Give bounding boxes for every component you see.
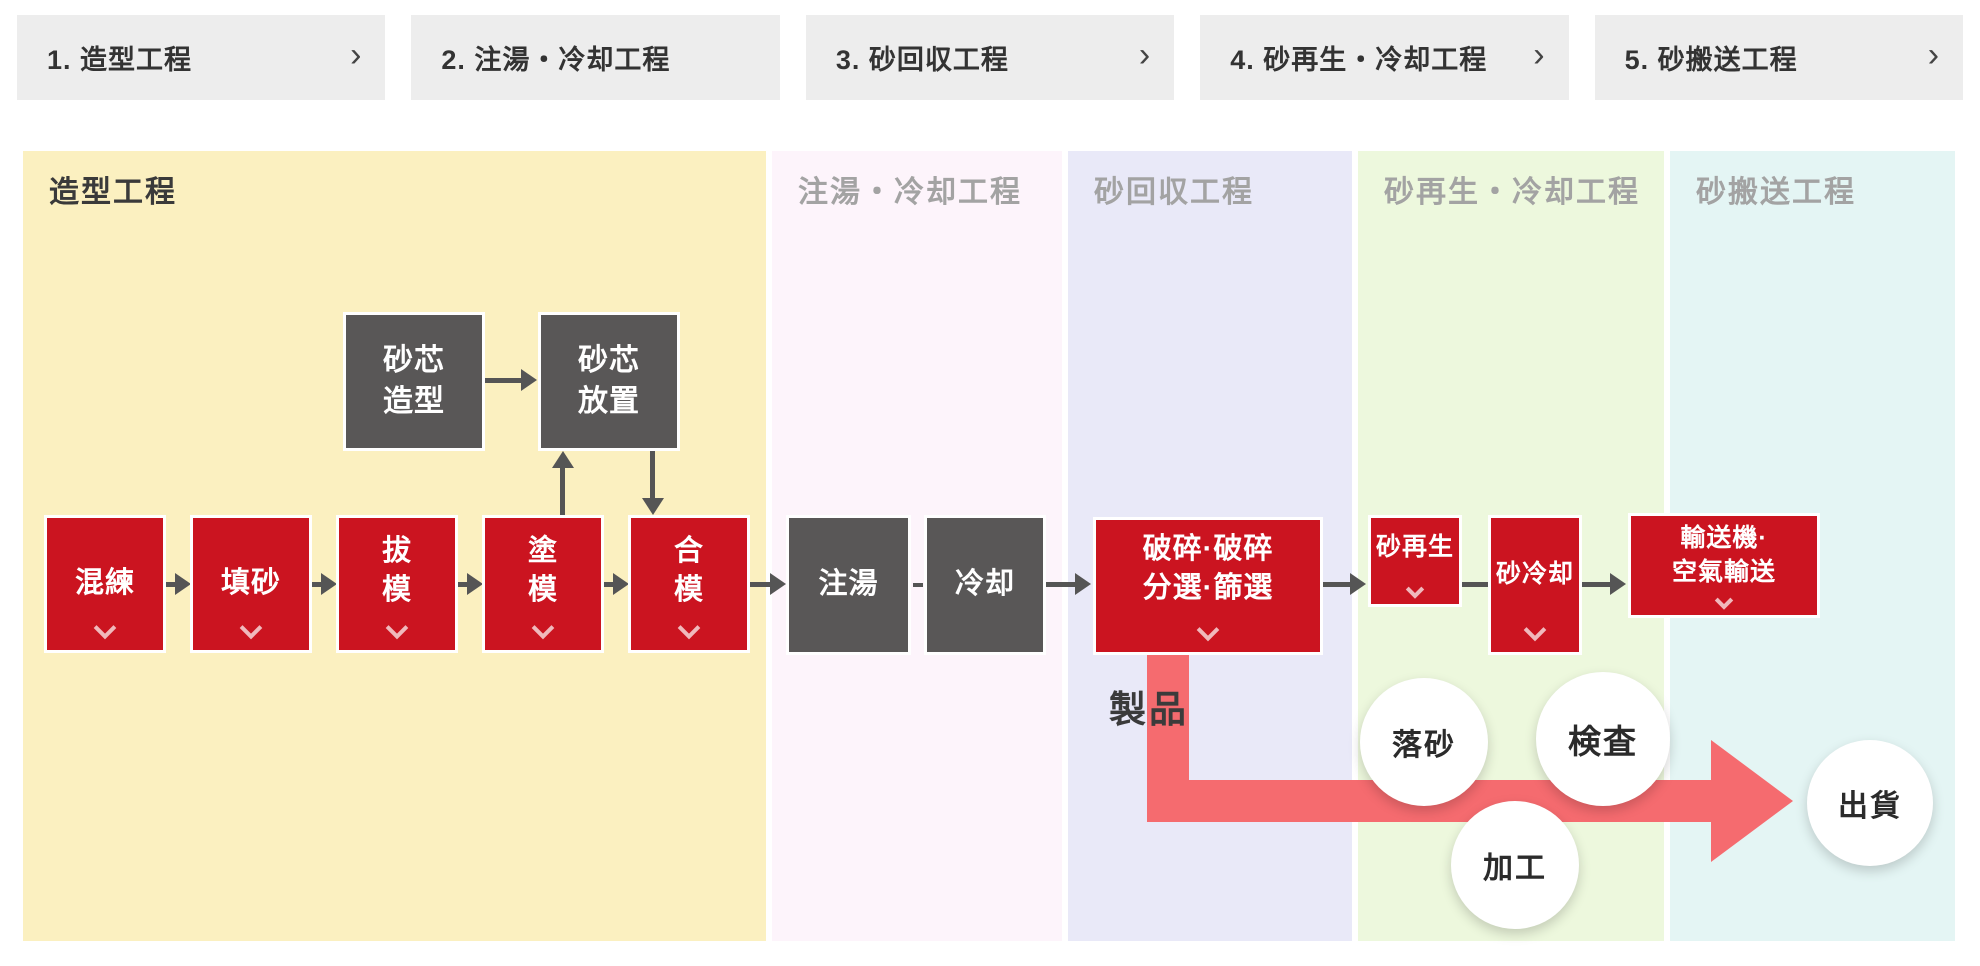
arrow-up-icon: [560, 468, 565, 515]
section-title: 注湯・冷却工程: [798, 176, 1022, 209]
step-label: 冷却: [954, 568, 1015, 601]
step-label: 注湯: [818, 568, 879, 601]
chevron-down-icon: [1196, 618, 1220, 642]
chevron-down-icon: [1714, 591, 1734, 610]
milestone-label: 落砂: [1392, 729, 1456, 762]
step-box-crushing-separation[interactable]: 破碎·破碎 分選·篩選: [1093, 517, 1323, 655]
milestone-inspection: 検査: [1536, 672, 1670, 806]
step-box-conveying[interactable]: 輸送機· 空氣輸送: [1628, 513, 1820, 618]
product-flow-arrowhead-icon: [1711, 740, 1793, 862]
arrow-right-icon: [770, 573, 786, 595]
tab-label: 3. 砂回収工程: [835, 45, 1009, 75]
tab-label: 1. 造型工程: [47, 45, 193, 75]
step-label: 填砂: [220, 567, 281, 600]
milestone-shakeout: 落砂: [1360, 678, 1488, 806]
step-label: 砂冷却: [1495, 560, 1574, 589]
arrow-right-icon: [458, 582, 467, 587]
arrow-down-icon: [642, 498, 664, 515]
step-box-core-setting: 砂芯 放置: [538, 312, 680, 451]
tab-label: 2. 注湯・冷却工程: [441, 45, 671, 75]
arrow-right-icon: [750, 582, 770, 587]
chevron-right-icon: ›: [1138, 35, 1151, 74]
tab-pouring-cooling[interactable]: 2. 注湯・冷却工程: [411, 15, 780, 100]
milestone-shipping: 出貨: [1807, 740, 1933, 866]
arrow-down-icon: [650, 451, 655, 498]
connector-line: [1462, 582, 1488, 587]
tab-sand-transport[interactable]: 5. 砂搬送工程 ›: [1594, 15, 1964, 100]
arrow-up-icon: [552, 451, 574, 468]
step-label: 拔 模: [381, 534, 412, 606]
tab-sand-recovery[interactable]: 3. 砂回収工程 ›: [805, 15, 1175, 100]
arrow-right-icon: [166, 582, 175, 587]
step-label: 砂再生: [1375, 533, 1454, 562]
section-title: 砂搬送工程: [1696, 176, 1856, 209]
step-box-cooling: 冷却: [924, 515, 1046, 655]
tab-label: 4. 砂再生・冷却工程: [1230, 45, 1488, 75]
step-box-mold-closing[interactable]: 合 模: [628, 515, 750, 653]
product-label: 製品: [1109, 689, 1189, 730]
milestone-label: 出貨: [1838, 790, 1902, 823]
chevron-down-icon: [239, 616, 263, 640]
step-label: 砂芯 放置: [578, 344, 640, 418]
arrow-right-icon: [604, 582, 613, 587]
arrow-right-icon: [321, 573, 337, 595]
arrow-right-icon: [485, 378, 521, 383]
process-step-tabs: 1. 造型工程 › 2. 注湯・冷却工程 3. 砂回収工程 › 4. 砂再生・冷…: [17, 15, 1964, 100]
chevron-down-icon: [1405, 580, 1425, 599]
arrow-right-icon: [1350, 573, 1366, 595]
step-label: 輸送機· 空氣輸送: [1671, 523, 1776, 586]
step-label: 破碎·破碎 分選·篩選: [1142, 532, 1274, 604]
milestone-label: 加工: [1483, 852, 1547, 885]
chevron-down-icon: [385, 616, 409, 640]
step-box-pouring: 注湯: [786, 515, 911, 655]
step-box-mixing[interactable]: 混練: [44, 515, 166, 653]
milestone-machining: 加工: [1451, 801, 1579, 929]
arrow-right-icon: [613, 573, 629, 595]
tab-label: 5. 砂搬送工程: [1624, 45, 1798, 75]
arrow-right-icon: [1046, 582, 1075, 587]
chevron-right-icon: ›: [1533, 35, 1545, 74]
arrow-right-icon: [521, 369, 537, 391]
chevron-down-icon: [93, 616, 117, 640]
step-label: 混練: [74, 567, 135, 600]
arrow-right-icon: [175, 573, 191, 595]
chevron-down-icon: [1523, 618, 1547, 642]
arrow-right-icon: [1323, 582, 1350, 587]
section-title: 砂再生・冷却工程: [1384, 176, 1640, 209]
step-box-coating[interactable]: 塗 模: [482, 515, 604, 653]
section-title: 砂回収工程: [1094, 176, 1254, 209]
chevron-right-icon: ›: [350, 35, 362, 74]
step-box-sand-cooling[interactable]: 砂冷却: [1488, 515, 1582, 655]
step-box-sand-filling[interactable]: 填砂: [190, 515, 312, 653]
process-flow-diagram: 造型工程 注湯・冷却工程 砂回収工程 砂再生・冷却工程 砂搬送工程 製品 混練 …: [23, 151, 1955, 941]
arrow-right-icon: [1075, 573, 1091, 595]
tab-sand-reclaim-cooling[interactable]: 4. 砂再生・冷却工程 ›: [1200, 15, 1569, 100]
step-box-sand-reclaim[interactable]: 砂再生: [1368, 515, 1462, 607]
step-box-pattern-draw[interactable]: 拔 模: [336, 515, 458, 653]
step-label: 砂芯 造型: [383, 344, 445, 418]
chevron-down-icon: [531, 616, 555, 640]
chevron-down-icon: [677, 616, 701, 640]
chevron-right-icon: ›: [1927, 35, 1940, 74]
arrow-right-icon: [1610, 573, 1626, 595]
step-box-core-making: 砂芯 造型: [343, 312, 485, 451]
tab-molding[interactable]: 1. 造型工程 ›: [17, 15, 386, 100]
arrow-right-icon: [1582, 582, 1610, 587]
step-label: 合 模: [673, 534, 704, 606]
arrow-right-icon: [312, 582, 321, 587]
section-title: 造型工程: [49, 176, 177, 209]
step-label: 塗 模: [527, 534, 558, 606]
milestone-label: 検査: [1568, 723, 1638, 760]
arrow-right-icon: [467, 573, 483, 595]
connector-dash: [913, 583, 923, 587]
